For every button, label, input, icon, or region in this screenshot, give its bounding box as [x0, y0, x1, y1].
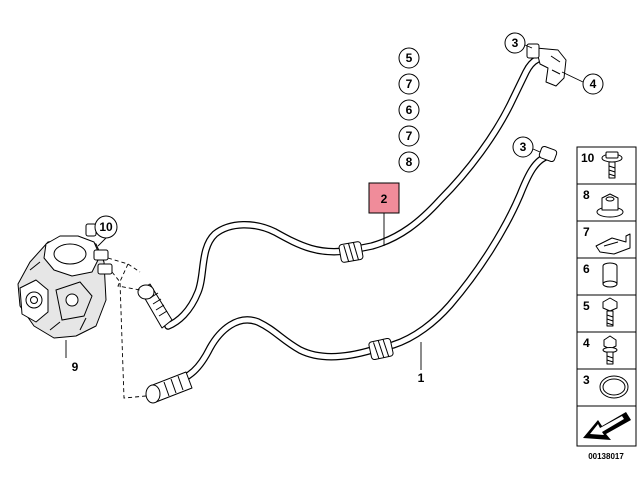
leader-10: [97, 237, 107, 247]
part-1-label[interactable]: 1: [418, 371, 425, 385]
svg-text:4: 4: [590, 77, 597, 91]
svg-text:10: 10: [99, 220, 113, 234]
hose-lower[interactable]: [166, 152, 552, 388]
svg-text:8: 8: [406, 155, 413, 169]
callout-7-second[interactable]: 7: [398, 125, 420, 147]
svg-text:5: 5: [583, 299, 590, 313]
svg-text:3: 3: [583, 373, 590, 387]
svg-text:10: 10: [581, 151, 595, 165]
svg-text:4: 4: [583, 336, 590, 350]
callout-5[interactable]: 5: [398, 47, 420, 69]
legend-item-5[interactable]: 5: [583, 297, 618, 327]
callout-6[interactable]: 6: [398, 99, 420, 121]
part-2-highlight[interactable]: 2: [368, 182, 400, 214]
hose-fitting-top: [526, 43, 567, 87]
svg-text:3: 3: [512, 36, 519, 50]
part-2-label: 2: [381, 192, 388, 206]
part-9-label[interactable]: 9: [72, 360, 79, 374]
legend-item-8[interactable]: 8: [583, 188, 624, 218]
svg-text:3: 3: [520, 140, 527, 154]
dashed-connectors: [107, 257, 147, 399]
hose-fitting-lower-top: [538, 145, 558, 163]
callout-8[interactable]: 8: [398, 151, 420, 173]
svg-text:5: 5: [406, 51, 413, 65]
callout-10[interactable]: 10: [94, 215, 118, 239]
leader-3-lower: [532, 148, 541, 153]
leader-4: [561, 71, 584, 83]
hose-end-upper-left: [137, 283, 173, 329]
legend-item-10[interactable]: 10: [581, 151, 623, 179]
svg-text:7: 7: [406, 77, 413, 91]
legend-item-4[interactable]: 4: [583, 335, 618, 365]
callout-4[interactable]: 4: [582, 73, 604, 95]
pump[interactable]: [17, 223, 113, 339]
hose-clamp-lower: [368, 337, 394, 361]
hose-end-lower-left: [145, 371, 193, 404]
legend-item-7[interactable]: 7: [583, 225, 631, 255]
callout-3-lower[interactable]: 3: [512, 136, 534, 158]
hose-clamp-upper: [338, 241, 364, 263]
svg-text:6: 6: [406, 103, 413, 117]
leader-3-top: [524, 44, 533, 49]
reference-number: 00138017: [588, 452, 624, 461]
legend-arrow-icon: [583, 412, 631, 440]
callout-3-top[interactable]: 3: [504, 32, 526, 54]
legend-item-3[interactable]: 3: [583, 373, 629, 399]
callout-7-first[interactable]: 7: [398, 73, 420, 95]
legend-item-6[interactable]: 6: [583, 262, 618, 288]
svg-text:7: 7: [583, 225, 590, 239]
svg-text:7: 7: [406, 129, 413, 143]
svg-text:8: 8: [583, 188, 590, 202]
hose-upper[interactable]: [164, 53, 560, 330]
svg-text:6: 6: [583, 262, 590, 276]
